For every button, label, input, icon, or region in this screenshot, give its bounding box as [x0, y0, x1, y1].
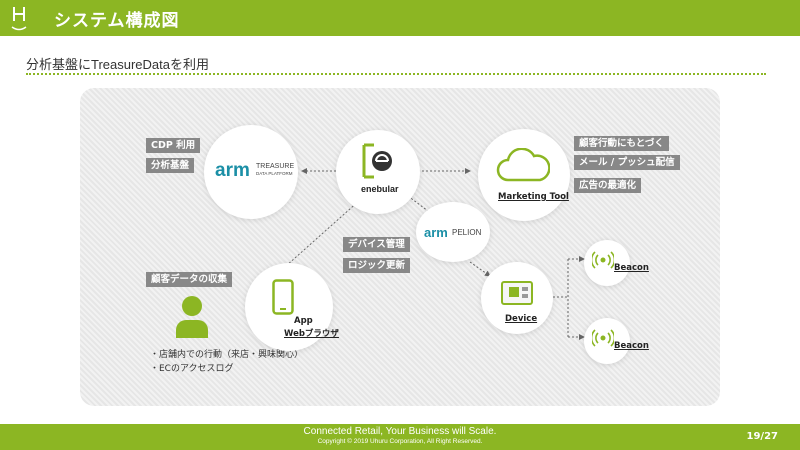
- tag-ad: 広告の最適化: [574, 178, 642, 193]
- footer-copyright: Copyright © 2019 Uhuru Corporation, All …: [317, 438, 483, 445]
- tag-device-mgmt: デバイス管理: [343, 237, 410, 252]
- app-label-2: Webブラウザ: [284, 329, 339, 339]
- tag-action: 顧客行動にもとづく: [574, 136, 669, 151]
- tag-analysis: 分析基盤: [146, 158, 195, 173]
- beacon-icon: [592, 329, 614, 347]
- section-subtitle: 分析基盤にTreasureDataを利用: [26, 57, 209, 72]
- td-name: TREASURE: [256, 163, 295, 170]
- marketing-tool-label: Marketing Tool: [498, 192, 569, 202]
- pelion-node: [416, 202, 490, 262]
- app-label-1: App: [294, 316, 313, 326]
- subtitle-divider: [26, 73, 766, 75]
- treasure-data-node: [204, 125, 298, 219]
- page-title: システム構成図: [54, 11, 180, 31]
- tag-collect: 顧客データの収集: [146, 272, 233, 287]
- header-bar: システム構成図: [0, 0, 800, 36]
- enebular-node: [336, 130, 420, 214]
- tag-cdp: CDP 利用: [146, 138, 201, 153]
- beacon-label-2: Beacon: [614, 341, 649, 351]
- tag-logic: ロジック更新: [343, 258, 411, 273]
- person-icon: [176, 296, 208, 338]
- device-label: Device: [505, 314, 538, 324]
- footer-tagline: Connected Retail, Your Business will Sca…: [303, 426, 497, 437]
- note-line-1: ・店舗内での行動（来店・興味関心）: [150, 350, 304, 360]
- td-brand: arm: [215, 160, 250, 181]
- note-line-2: ・ECのアクセスログ: [150, 364, 234, 374]
- tag-mail: メール / プッシュ配信: [574, 155, 680, 170]
- cloud-icon: [496, 148, 550, 182]
- td-sub: DATA PLATFORM: [256, 171, 293, 176]
- footer-bar: Connected Retail, Your Business will Sca…: [0, 424, 800, 450]
- pelion-brand: arm: [424, 225, 448, 240]
- logo-icon: [11, 7, 27, 31]
- device-board-icon: [501, 281, 533, 305]
- app-node: [245, 263, 333, 351]
- smartphone-icon: [272, 279, 294, 315]
- page-number: 19/27: [746, 431, 778, 442]
- pelion-name: PELION: [452, 228, 482, 237]
- beacon-label-1: Beacon: [614, 263, 649, 273]
- enebular-logo-icon: [362, 143, 392, 179]
- enebular-label: enebular: [361, 184, 399, 194]
- beacon-icon: [592, 251, 614, 269]
